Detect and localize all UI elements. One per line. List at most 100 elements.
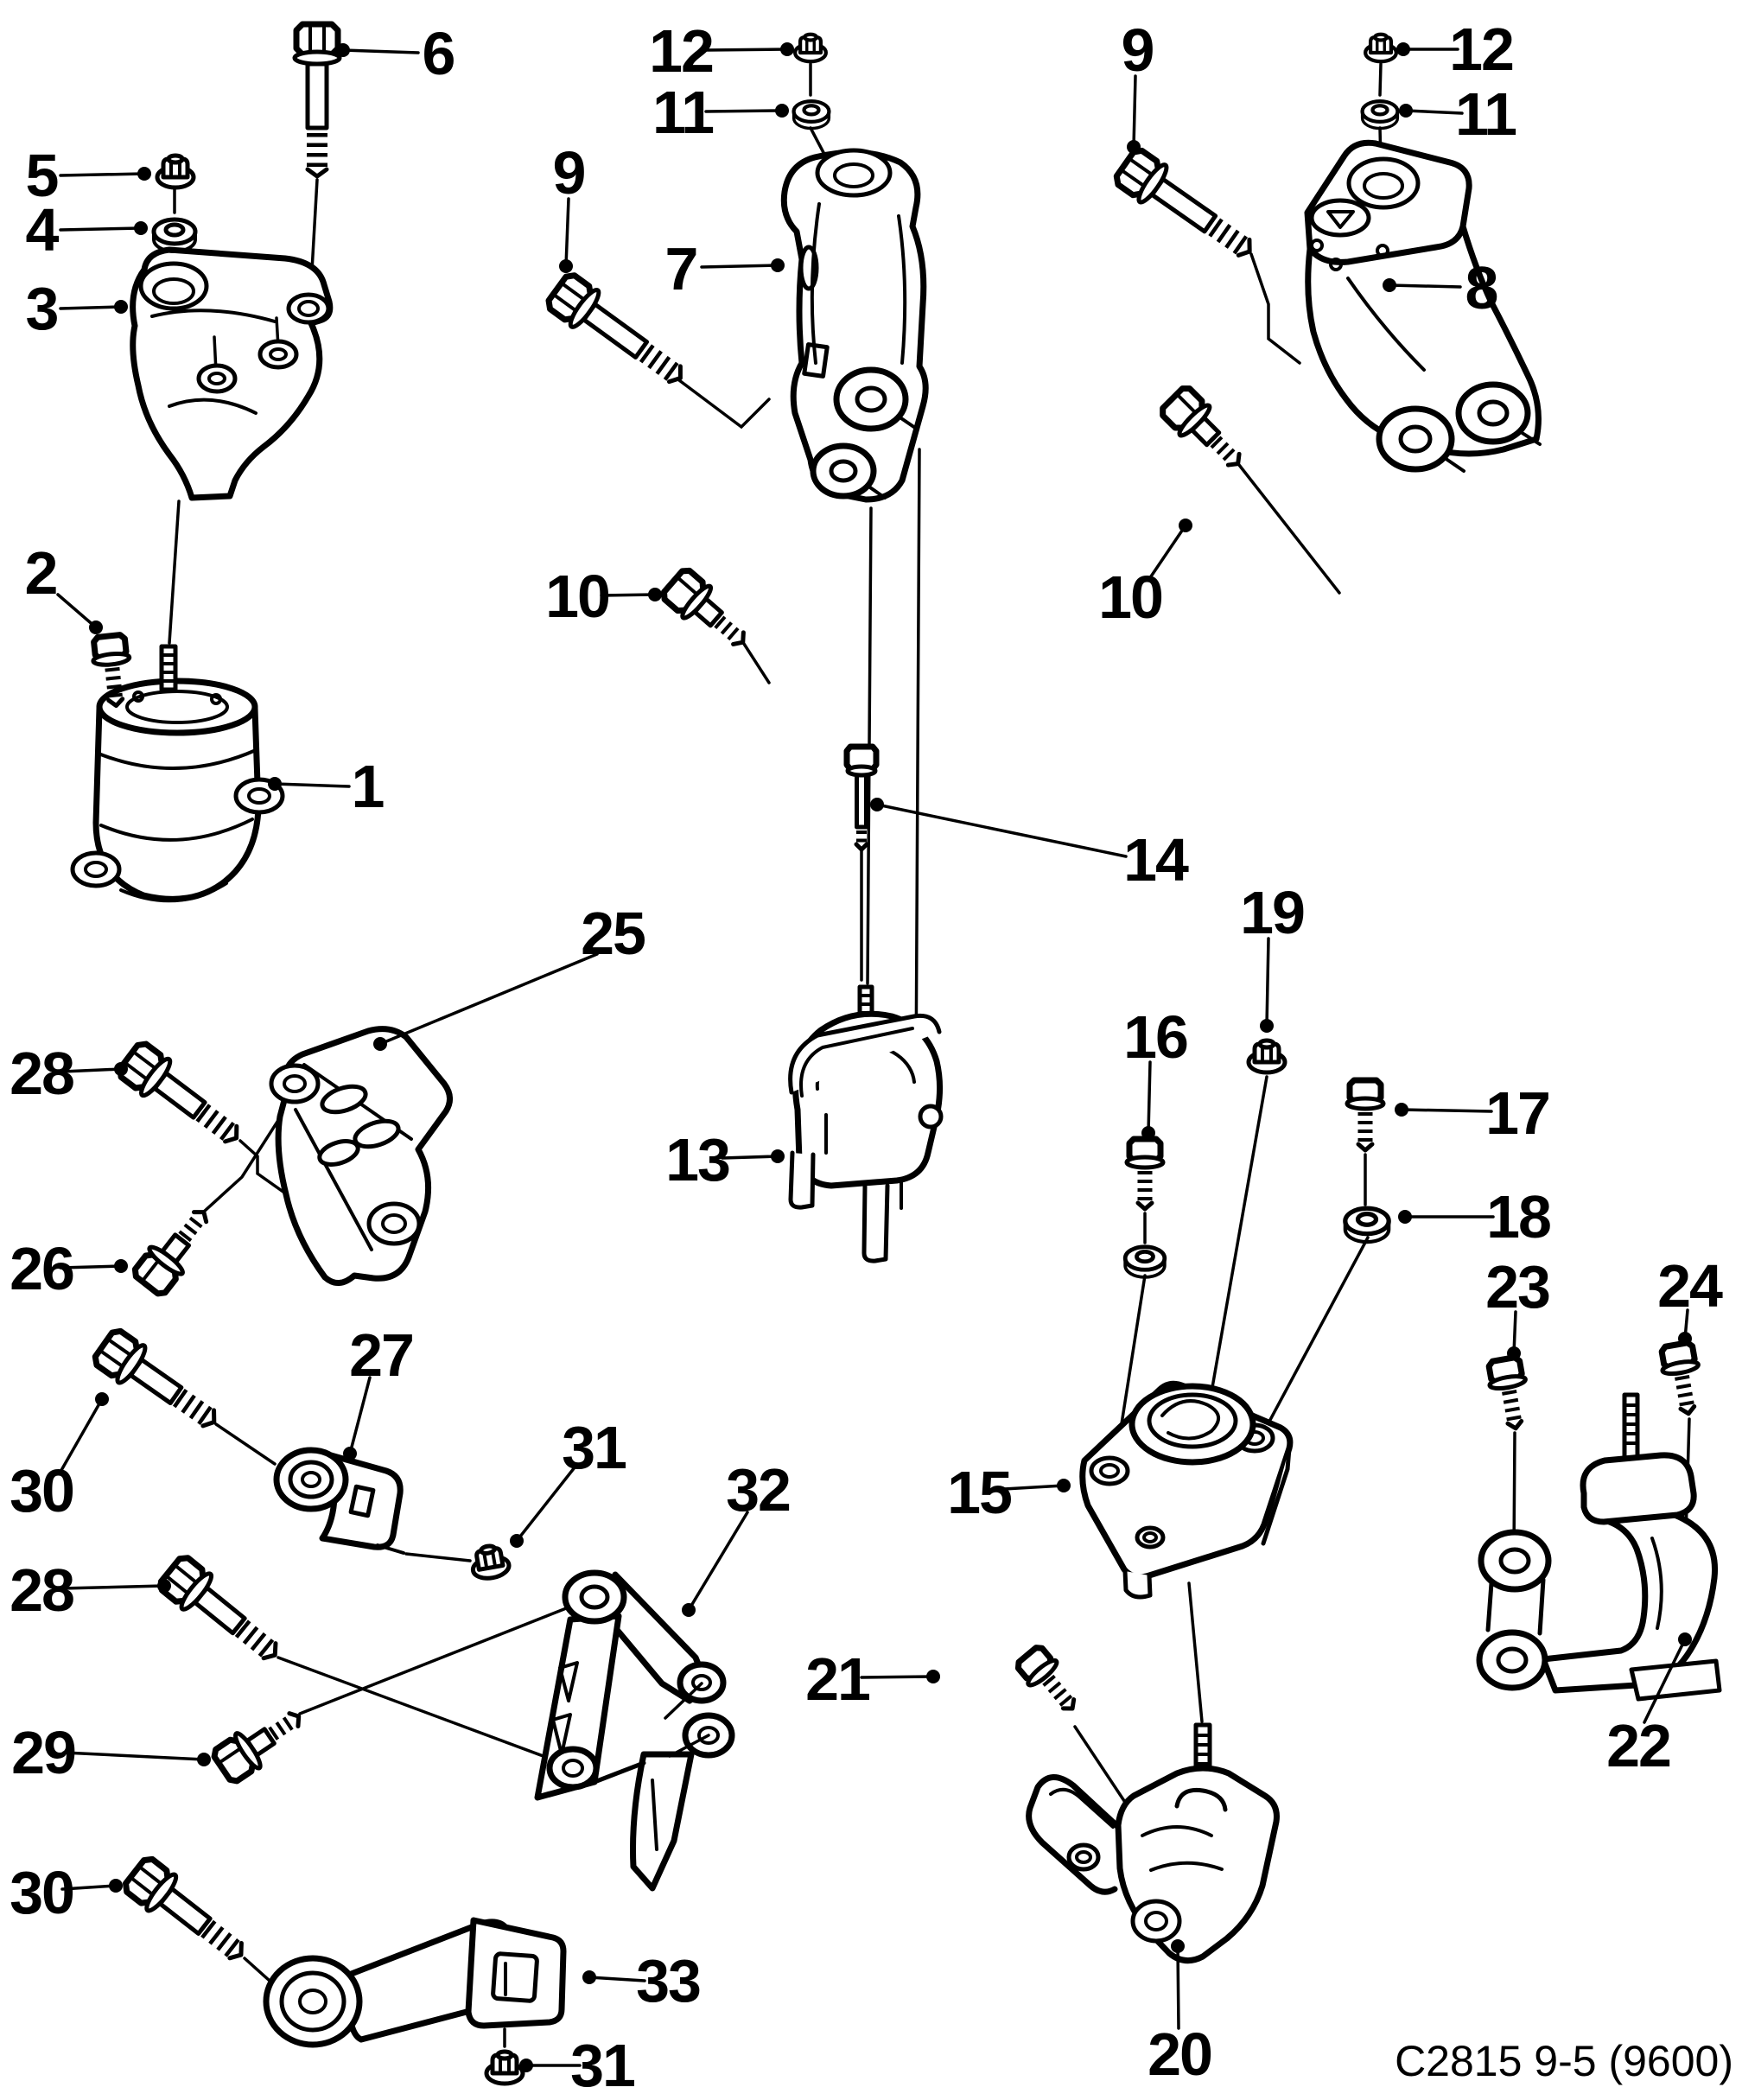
leader-line-4 [59, 226, 143, 232]
leader-line-3 [59, 305, 123, 310]
leader-dot-28-lower [157, 1579, 171, 1593]
leader-dot-6 [336, 43, 350, 57]
leader-line-22 [1643, 1638, 1687, 1724]
leader-dot-33 [582, 1970, 596, 1984]
leader-dot-12-left [780, 42, 794, 56]
callout-28-upper: 28 [10, 1040, 75, 1107]
leader-dot-1 [268, 777, 282, 791]
callout-17: 17 [1485, 1079, 1551, 1147]
nut-31-lower [486, 2052, 523, 2084]
leader-line-23 [1512, 1310, 1517, 1355]
callout-14: 14 [1123, 826, 1189, 894]
callout-30-lower: 30 [10, 1859, 75, 1926]
leader-dot-9-right [1127, 140, 1141, 154]
leader-dot-29 [197, 1753, 211, 1766]
washer-11-right [1363, 101, 1398, 128]
leader-dot-26 [114, 1259, 128, 1273]
screw-23 [1485, 1356, 1533, 1431]
callout-28-lower: 28 [10, 1556, 75, 1624]
leader-line-26 [59, 1264, 123, 1270]
leader-dot-23 [1507, 1346, 1521, 1360]
part-7-engine-bracket [780, 148, 929, 503]
nut-19 [1249, 1040, 1285, 1072]
leader-dot-10-right [1179, 519, 1192, 532]
leader-dot-15 [1057, 1479, 1071, 1492]
callout-19: 19 [1240, 879, 1306, 946]
callout-12-left: 12 [649, 17, 715, 85]
bolt-29 [211, 1699, 311, 1785]
callout-16: 16 [1123, 1003, 1189, 1071]
callout-22: 22 [1606, 1712, 1672, 1779]
callout-18: 18 [1486, 1183, 1552, 1250]
callout-10-right: 10 [1098, 563, 1164, 631]
part-1-engine-mount [70, 644, 285, 903]
washer-4 [154, 220, 195, 251]
callout-24: 24 [1657, 1252, 1723, 1320]
callout-23: 23 [1485, 1253, 1551, 1320]
bolt-14 [847, 747, 876, 850]
callout-10-left: 10 [545, 563, 611, 630]
bolt-28-upper [115, 1039, 250, 1155]
callout-21: 21 [805, 1645, 871, 1713]
leader-dot-13 [771, 1149, 785, 1163]
leader-dot-7 [771, 258, 785, 272]
leader-dot-24 [1678, 1332, 1692, 1346]
leader-line-8 [1388, 283, 1462, 289]
callout-9-left: 9 [552, 139, 587, 207]
leader-dot-31-upper [510, 1534, 524, 1548]
leader-dot-17 [1395, 1103, 1408, 1117]
callout-11-left: 11 [652, 79, 715, 146]
callout-29: 29 [11, 1719, 77, 1786]
nut-12-right [1365, 35, 1396, 61]
part-25-bracket [269, 1026, 453, 1286]
part-3-engine-bracket [130, 246, 334, 501]
leader-line-32 [687, 1511, 749, 1612]
callout-6: 6 [422, 20, 456, 87]
leader-line-9-right [1132, 74, 1137, 149]
callout-3: 3 [25, 275, 60, 342]
leader-line-15 [1002, 1484, 1065, 1491]
leader-dot-22 [1678, 1632, 1692, 1646]
washer-11-left [794, 101, 830, 128]
leader-dot-25 [373, 1037, 387, 1051]
leader-line-28-lower [60, 1584, 166, 1590]
leader-dot-31-lower [519, 2059, 533, 2072]
part-27-mount [273, 1447, 405, 1555]
leader-dot-3 [114, 300, 128, 314]
bolt-9-right [1112, 146, 1262, 270]
bolt-28-lower [156, 1553, 289, 1673]
leader-dot-9-left [559, 259, 573, 273]
leader-dot-21 [926, 1670, 940, 1683]
washer-16 [1125, 1247, 1165, 1277]
screw-17 [1347, 1080, 1383, 1150]
callout-7: 7 [664, 235, 699, 302]
leader-line-33 [588, 1976, 646, 1982]
leader-dot-28-upper [114, 1062, 128, 1076]
leader-line-29 [62, 1751, 206, 1761]
leader-line-19 [1265, 937, 1270, 1028]
bolt-10-right [1158, 384, 1253, 479]
leader-dot-32 [682, 1603, 696, 1617]
nut-5 [157, 156, 194, 188]
figure-caption: C2815 9-5 (9600) [1395, 2037, 1733, 2085]
leader-line-1 [273, 782, 351, 788]
callout-2: 2 [24, 539, 59, 607]
callout-33: 33 [636, 1947, 702, 2014]
leader-line-27 [348, 1376, 372, 1455]
screw-24 [1658, 1341, 1706, 1416]
leader-line-31-upper [515, 1466, 576, 1543]
callout-32: 32 [726, 1456, 792, 1524]
bolt-30-lower [121, 1855, 255, 1973]
leader-line-13 [721, 1155, 779, 1160]
leader-line-20 [1176, 1944, 1180, 2030]
leader-dot-30-lower [109, 1879, 123, 1893]
bolt-6 [295, 24, 340, 176]
leader-dot-8 [1383, 278, 1396, 292]
leader-line-9-left [564, 197, 570, 268]
leader-dot-10-left [648, 588, 662, 601]
leader-dot-18 [1398, 1210, 1412, 1224]
leader-dot-12-right [1396, 42, 1410, 56]
bolt-10-left [659, 566, 756, 658]
callout-30-upper: 30 [10, 1457, 75, 1524]
